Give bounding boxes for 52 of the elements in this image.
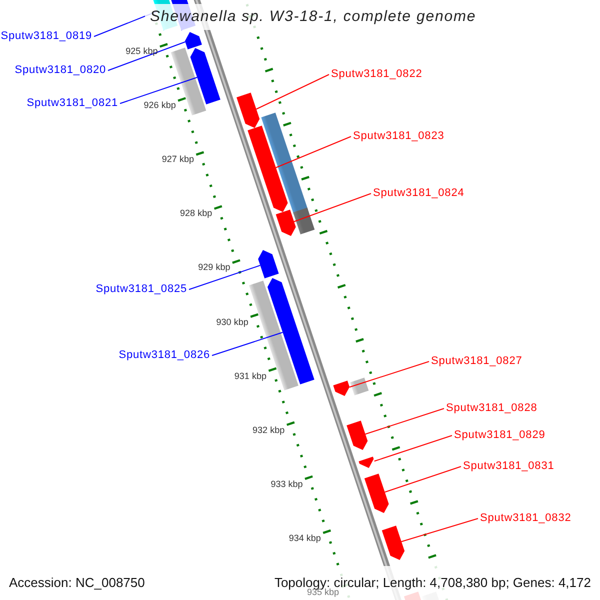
gene-feature	[293, 208, 315, 234]
leader-line	[120, 76, 198, 104]
scale-label: 925 kbp	[126, 46, 158, 58]
leader-line	[188, 264, 261, 290]
leader-line	[384, 466, 462, 493]
scale-label: 930 kbp	[216, 316, 248, 328]
gene-feature	[248, 126, 288, 212]
leader-line	[275, 136, 352, 168]
gene-label: Sputw3181_0829	[454, 429, 546, 442]
scale-label: 931 kbp	[234, 370, 266, 382]
gene-label: Sputw3181_0831	[463, 460, 554, 473]
gene-label: Sputw3181_0824	[373, 187, 464, 200]
scale-label: 927 kbp	[162, 154, 194, 166]
gene-label: Sputw3181_0832	[480, 512, 572, 525]
scale-label: 934 kbp	[288, 532, 321, 544]
accession-text: Accession: NC_008750	[9, 575, 145, 590]
gene-feature	[190, 48, 220, 104]
scale-label: 926 kbp	[144, 100, 176, 112]
genome-summary: Topology: circular; Length: 4,708,380 bp; Genes: 4,172	[274, 575, 591, 590]
leader-line	[256, 74, 330, 110]
scale-label: 928 kbp	[180, 208, 212, 220]
gene-feature	[236, 92, 260, 128]
gene-feature	[358, 456, 374, 468]
gene-feature	[346, 420, 368, 450]
gene-feature	[267, 278, 314, 384]
gene-feature	[382, 526, 405, 560]
gene-label: Sputw3181_0828	[446, 402, 538, 415]
leader-line	[212, 332, 284, 356]
gene-feature	[258, 250, 279, 278]
gene-feature	[261, 112, 308, 214]
gene-label: Sputw3181_0819	[0, 30, 92, 43]
scale-label: 929 kbp	[198, 262, 230, 274]
gene-label: Sputw3181_0821	[26, 97, 118, 110]
leader-line	[108, 41, 186, 71]
gene-label: Sputw3181_0822	[331, 68, 422, 81]
gene-label: Sputw3181_0820	[14, 64, 106, 77]
gene-feature	[184, 32, 202, 50]
gene-label: Sputw3181_0827	[431, 355, 522, 368]
gene-feature	[350, 378, 369, 396]
gene-label: Sputw3181_0823	[353, 130, 444, 143]
gene-feature	[333, 380, 350, 396]
gene-feature	[276, 210, 296, 236]
leader-line	[294, 193, 372, 222]
leader-line	[400, 518, 478, 542]
leader-line	[374, 435, 452, 462]
scale-label: 932 kbp	[252, 424, 285, 436]
gene-feature	[364, 474, 389, 514]
leader-line	[364, 408, 444, 435]
gene-label: Sputw3181_0825	[96, 283, 187, 296]
gene-label: Sputw3181_0826	[118, 349, 210, 362]
gene-feature	[249, 280, 298, 390]
scale-label: 933 kbp	[270, 478, 303, 490]
